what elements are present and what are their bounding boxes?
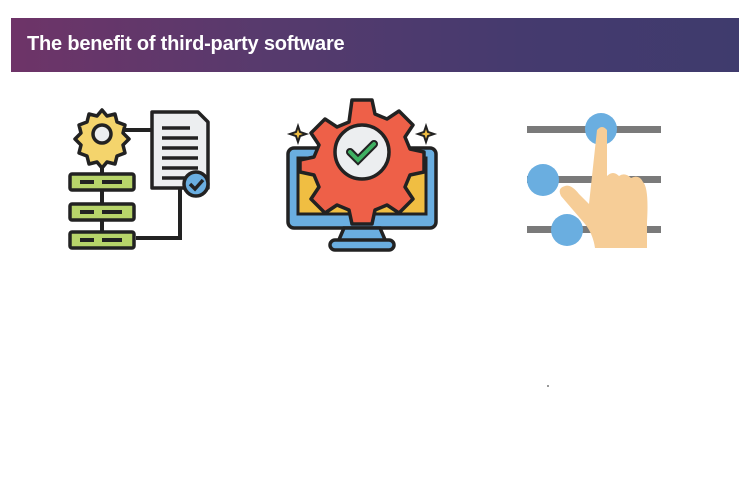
- slide-header: The benefit of third-party software: [11, 18, 739, 72]
- stray-mark: [547, 385, 549, 387]
- workflow-document-icon: [68, 108, 210, 250]
- touch-slider-settings-icon: [527, 113, 661, 248]
- sparkle-icon: [414, 122, 438, 146]
- document-icon: [150, 110, 210, 190]
- sparkle-icon: [286, 122, 310, 146]
- process-block-icons: [68, 172, 136, 250]
- slide-title: The benefit of third-party software: [27, 33, 345, 55]
- check-badge-icon: [182, 170, 210, 198]
- gear-icon: [73, 108, 131, 170]
- monitor-gear-check-icon: [286, 98, 438, 252]
